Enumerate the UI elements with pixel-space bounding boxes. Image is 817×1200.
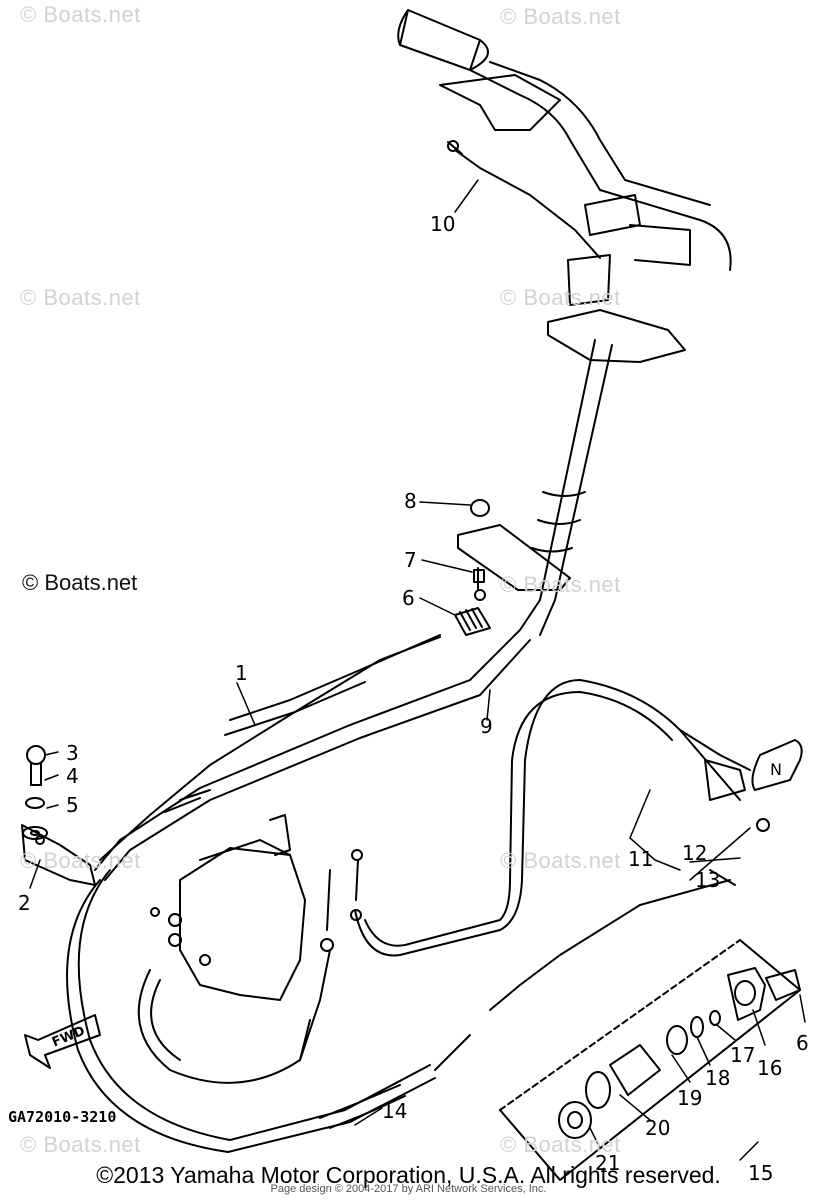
callout-6: 6 xyxy=(402,586,415,610)
callout-17: 17 xyxy=(730,1043,755,1067)
callout-10: 10 xyxy=(430,212,455,236)
callout-labels: 1 2 3 4 5 6 7 8 9 10 11 12 13 14 15 16 1… xyxy=(18,212,809,1185)
callout-7: 7 xyxy=(404,548,417,572)
callout-11: 11 xyxy=(628,847,653,871)
cable-14 xyxy=(66,869,736,1153)
bracket-plate xyxy=(457,499,571,601)
boot-6 xyxy=(454,607,491,636)
callout-20: 20 xyxy=(645,1116,670,1140)
steering-column xyxy=(519,339,613,636)
watermark: © Boats.net xyxy=(500,4,621,29)
parts-group-15 xyxy=(499,939,801,1181)
callout-4: 4 xyxy=(66,764,79,788)
watermark-main: © Boats.net xyxy=(22,570,138,595)
callout-3: 3 xyxy=(66,741,79,765)
neutral-label: N xyxy=(770,760,782,779)
engine-block xyxy=(150,814,306,1001)
watermark: © Boats.net xyxy=(500,285,621,310)
callout-6-second: 6 xyxy=(796,1031,809,1055)
diagram-code: GA72010-3210 xyxy=(8,1108,117,1126)
watermark: © Boats.net xyxy=(20,848,141,873)
callout-12: 12 xyxy=(682,841,707,865)
copyright-text: ©2013 Yamaha Motor Corporation, U.S.A. A… xyxy=(96,1162,721,1188)
callout-21: 21 xyxy=(595,1151,620,1175)
neutral-indicator xyxy=(704,739,803,832)
small-parts-2-5 xyxy=(21,745,96,886)
watermark: © Boats.net xyxy=(20,1132,141,1157)
callout-2: 2 xyxy=(18,891,31,915)
callout-5: 5 xyxy=(66,793,79,817)
watermark: © Boats.net xyxy=(500,848,621,873)
callout-19: 19 xyxy=(677,1086,702,1110)
watermark: © Boats.net xyxy=(500,1132,621,1157)
watermark: © Boats.net xyxy=(500,572,621,597)
callout-1: 1 xyxy=(235,661,248,685)
callout-18: 18 xyxy=(705,1066,730,1090)
callout-8: 8 xyxy=(404,489,417,513)
watermark: © Boats.net xyxy=(20,2,141,27)
callout-15: 15 xyxy=(748,1161,773,1185)
callout-14: 14 xyxy=(382,1099,407,1123)
choke-cable xyxy=(137,869,334,1084)
cable-1-and-9 xyxy=(94,629,531,881)
callout-13: 13 xyxy=(695,868,720,892)
fwd-arrow-icon xyxy=(24,1014,101,1069)
watermark: © Boats.net xyxy=(20,285,141,310)
handlebar-assembly xyxy=(397,9,732,363)
callout-16: 16 xyxy=(757,1056,782,1080)
cable-11 xyxy=(350,679,751,957)
credit-text: Page design © 2004-2017 by ARI Network S… xyxy=(270,1183,547,1195)
throttle-cable-10 xyxy=(447,140,601,259)
leader-lines xyxy=(29,179,806,1161)
callout-9: 9 xyxy=(480,714,493,738)
